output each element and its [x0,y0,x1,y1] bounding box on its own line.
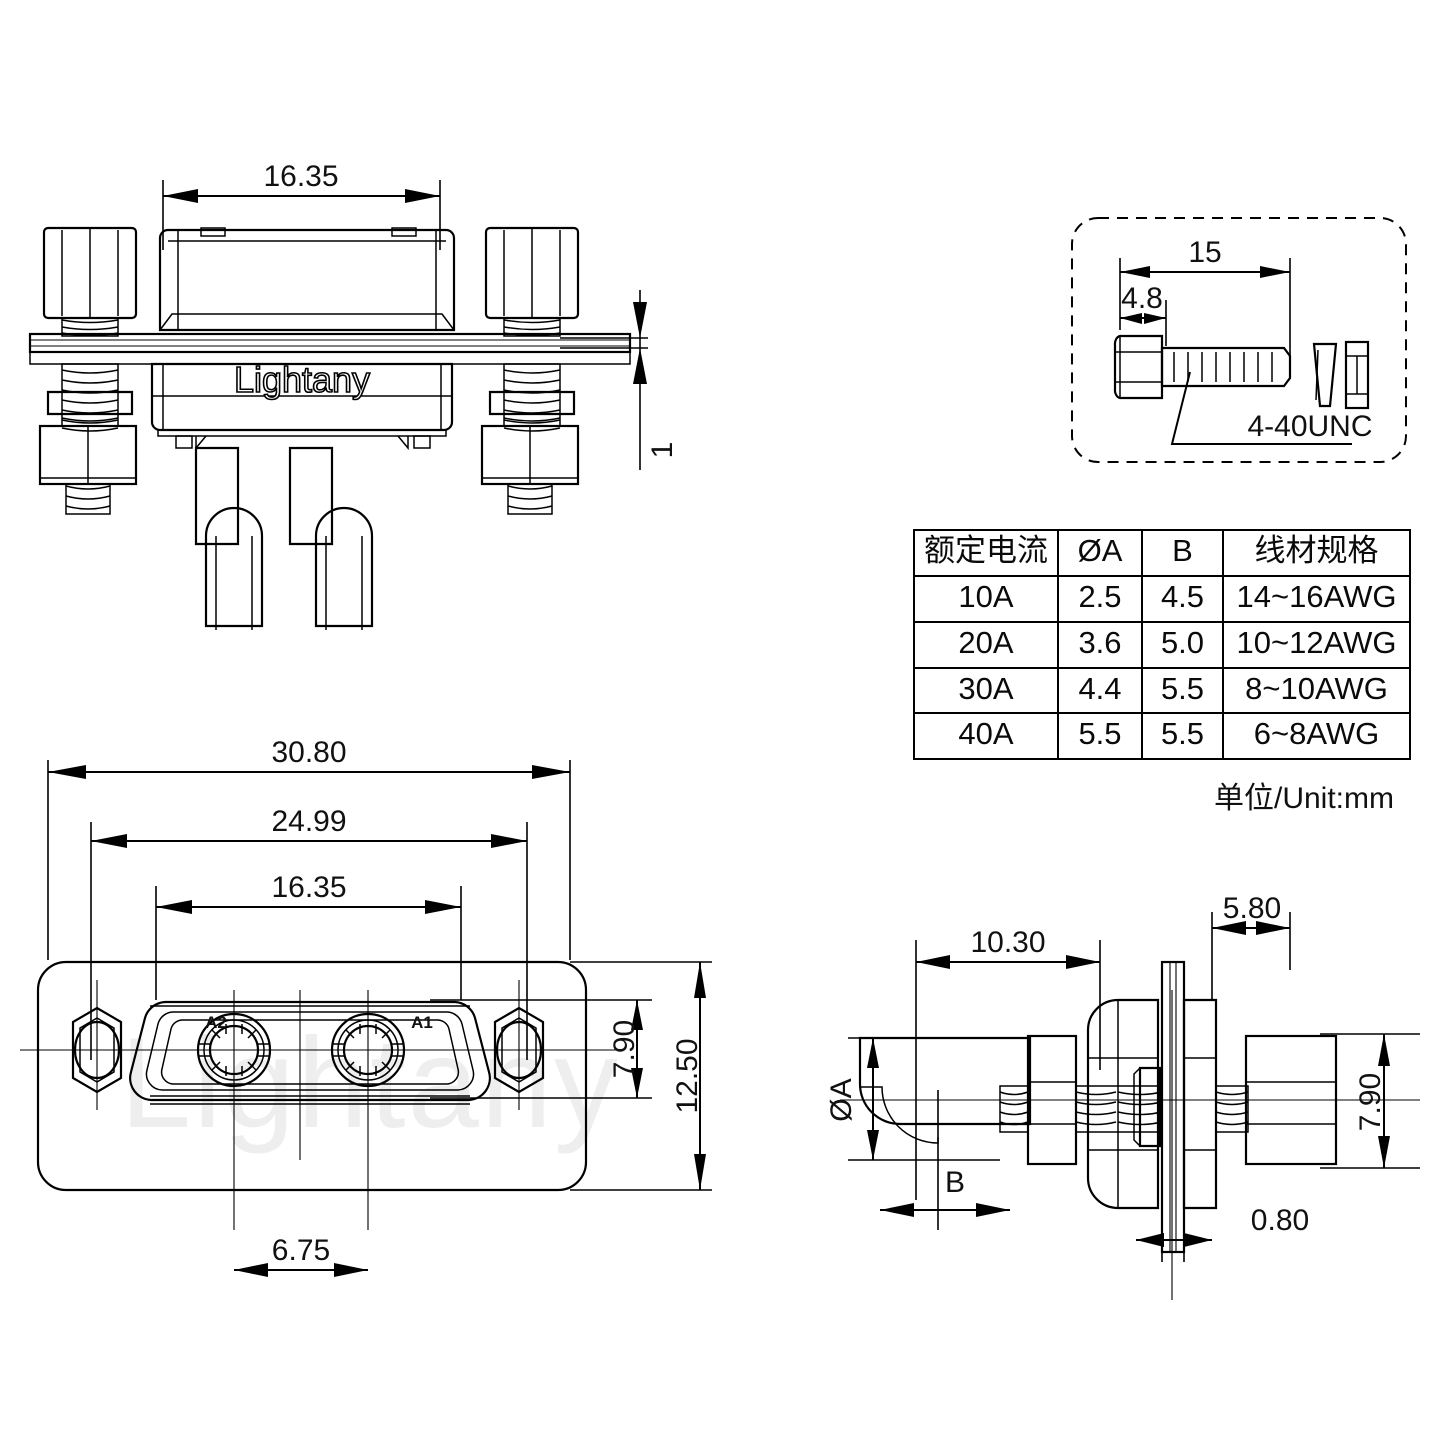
dim-label-12-50: 12.50 [671,1038,704,1113]
dim-label-15: 15 [1188,236,1221,269]
view-screw-detail [1071,217,1407,463]
dim-label-dia-a: ØA [825,1078,858,1121]
table-cell: 14~16AWG [1222,574,1411,623]
dimension-16-35-front [155,886,462,1000]
pin-label-a1: A1 [411,1013,433,1032]
table-cell: 40A [913,712,1059,761]
table-cell: 5.5 [1057,712,1143,761]
dimension-5-80 [1211,912,1291,1000]
dimension-1-thickness [560,290,648,470]
dimension-4-8 [1120,300,1167,346]
table-cell: 4.4 [1057,666,1143,715]
table-cell: 5.5 [1141,712,1224,761]
unit-note: 单位/Unit:mm [1214,782,1394,815]
pin-label-a2: A2 [205,1013,227,1032]
dimension-24-99 [90,822,528,1060]
table-header-cell: 额定电流 [913,529,1059,577]
table-cell: 6~8AWG [1222,712,1411,761]
dimension-16-35-top [162,180,441,250]
left-jackscrew-assembly [38,226,138,515]
table-cell: 10A [913,574,1059,623]
table-header-cell: ØA [1057,529,1143,577]
dim-label-7-90-front: 7.90 [608,1020,641,1078]
table-header-row: 额定电流 ØA B 线材规格 [913,529,1411,577]
dimension-0-80 [1136,1210,1212,1262]
dimension-6-75 [234,1263,368,1277]
view-front-elevation [20,760,712,1277]
table-cell: 8~10AWG [1222,666,1411,715]
dimension-10-30 [915,940,1101,1200]
table-cell: 30A [913,666,1059,715]
table-cell: 5.0 [1141,620,1224,669]
table-row: 30A 4.4 5.5 8~10AWG [913,666,1411,715]
table-cell: 2.5 [1057,574,1143,623]
dimension-b [880,1090,1010,1230]
spec-table: 额定电流 ØA B 线材规格 10A 2.5 4.5 14~16AWG 20A … [913,529,1411,761]
table-cell: 20A [913,620,1059,669]
dimension-7-90-side [1320,1033,1420,1169]
table-row: 40A 5.5 5.5 6~8AWG [913,712,1411,761]
table-header-cell: 线材规格 [1222,529,1411,577]
dim-label-30-80: 30.80 [271,736,346,769]
brand-engraving: Lightany [234,359,370,400]
dim-label-0-80: 0.80 [1251,1204,1309,1237]
callout-4-40unc: 4-40UNC [1247,410,1372,443]
right-jackscrew-assembly [480,226,580,515]
dim-label-4-8: 4.8 [1121,282,1163,315]
dimension-12-50 [570,961,712,1191]
view-side-elevation [28,180,648,630]
table-cell: 10~12AWG [1222,620,1411,669]
dim-label-6-75: 6.75 [272,1234,330,1267]
view-contact-side [840,912,1420,1300]
dim-label-16-35-front: 16.35 [271,871,346,904]
dim-label-10-30: 10.30 [970,926,1045,959]
table-cell: 4.5 [1141,574,1224,623]
dimension-30-80 [47,760,571,960]
dim-label-b: B [945,1166,965,1199]
table-cell: 5.5 [1141,666,1224,715]
dim-label-1: 1 [646,442,679,459]
dim-label-24-99: 24.99 [271,805,346,838]
dimension-7-90-front [430,999,652,1099]
dim-label-5-80: 5.80 [1223,892,1281,925]
dim-label-16-35-top: 16.35 [263,160,338,193]
dimension-dia-a [848,1037,1000,1161]
table-row: 20A 3.6 5.0 10~12AWG [913,620,1411,669]
table-row: 10A 2.5 4.5 14~16AWG [913,574,1411,623]
dim-label-7-90-side: 7.90 [1354,1073,1387,1131]
table-header-cell: B [1141,529,1224,577]
table-cell: 3.6 [1057,620,1143,669]
